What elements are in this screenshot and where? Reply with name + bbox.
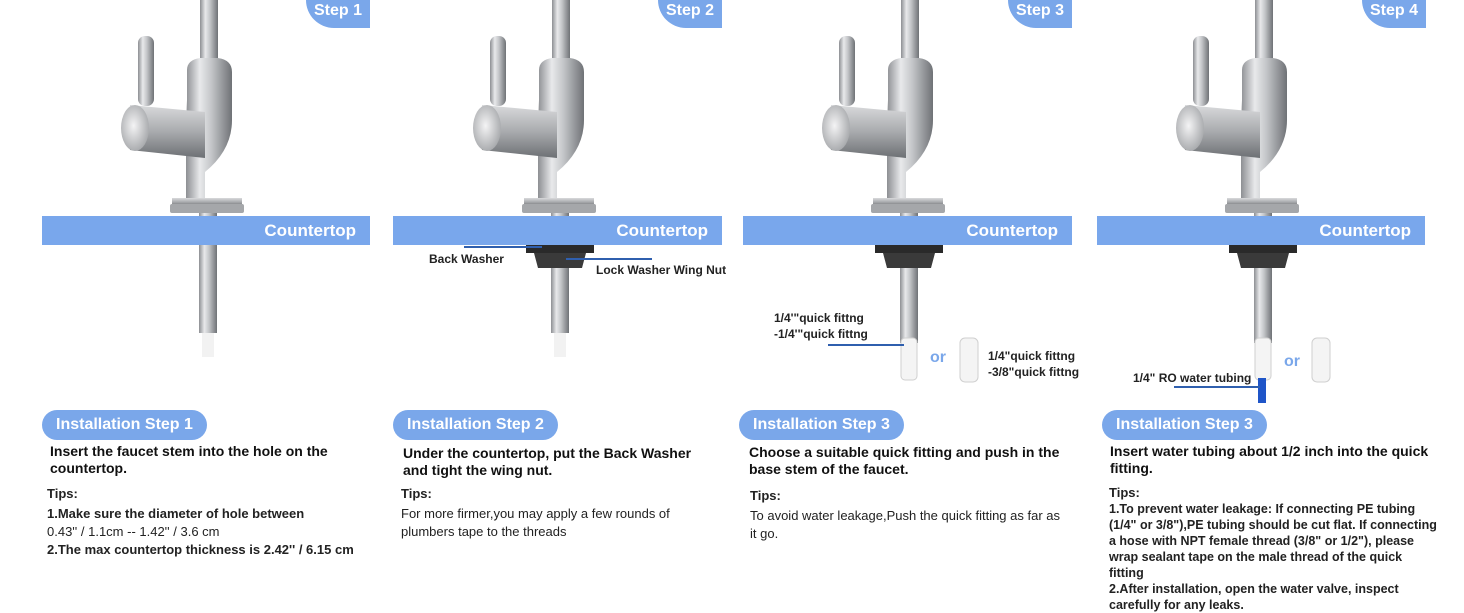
fitting-b-line-1: 1/4"quick fittng: [988, 349, 1076, 363]
installation-step-title: Installation Step 3: [1102, 410, 1267, 440]
lock-washer-leader: [566, 258, 652, 260]
fitting-b-label: 1/4"quick fittng -3/8"quick fittng: [988, 348, 1079, 380]
tips-label: Tips:: [750, 488, 781, 503]
lock-washer-label: Lock Washer Wing Nut: [596, 263, 727, 277]
tips-label: Tips:: [47, 486, 78, 501]
tip-line: For more firmer,you may apply a few roun…: [401, 506, 670, 539]
countertop-label: Countertop: [1319, 220, 1411, 240]
back-washer-leader: [464, 246, 542, 248]
instruction-text: Choose a suitable quick fitting and push…: [749, 444, 1060, 477]
fitting-b-line-2: -3/8"quick fittng: [988, 365, 1080, 379]
tips-block: Tips: 1.To prevent water leakage: If con…: [1109, 485, 1439, 613]
tip-line: To avoid water leakage,Push the quick fi…: [750, 508, 1061, 541]
tips-label: Tips:: [1109, 485, 1140, 500]
fitting-a-line-1: 1/4'"quick fittng: [774, 311, 864, 325]
tip-line: 1.Make sure the diameter of hole between: [47, 506, 305, 521]
installation-step-title: Installation Step 2: [393, 410, 558, 440]
countertop-bar: Countertop: [1097, 216, 1425, 245]
tubing-leader: [1174, 386, 1260, 388]
faucet-image: [822, 0, 979, 383]
instruction-text: Insert water tubing about 1/2 inch into …: [1110, 443, 1429, 476]
countertop-bar: Countertop: [743, 216, 1072, 245]
faucet-image: [473, 0, 596, 357]
tip-line: 1.To prevent water leakage: If connectin…: [1109, 502, 1437, 580]
countertop-label: Countertop: [966, 220, 1058, 240]
fitting-a-line-2: -1/4'"quick fittng: [774, 327, 868, 341]
tip-line: 2.The max countertop thickness is 2.42''…: [47, 542, 354, 557]
tip-line: 0.43'' / 1.1cm -- 1.42'' / 3.6 cm: [47, 524, 220, 539]
tubing-label: 1/4" RO water tubing: [1133, 371, 1252, 385]
fitting-a-label: 1/4'"quick fittng -1/4'"quick fittng: [774, 310, 868, 342]
back-washer-label: Back Washer: [429, 252, 504, 266]
tip-line: 2.After installation, open the water val…: [1109, 582, 1399, 612]
tips-label: Tips:: [401, 486, 432, 501]
countertop-bar: Countertop: [393, 216, 722, 245]
installation-step-title: Installation Step 3: [739, 410, 904, 440]
tips-block: Tips: For more firmer,you may apply a fe…: [401, 485, 701, 541]
step-panel-3: Countertop Step 3 1/4'"quick fittng -1/4…: [700, 0, 1079, 600]
installation-step-title: Installation Step 1: [42, 410, 207, 440]
step-panel-2: Countertop Step 2 Back Washer Lock Washe…: [350, 0, 726, 600]
step-panel-4: Countertop Step 4 1/4" RO water tubing o…: [1054, 0, 1464, 612]
tips-block: Tips: 1.Make sure the diameter of hole b…: [47, 485, 367, 559]
instruction-text: Insert the faucet stem into the hole on …: [50, 443, 328, 476]
instruction-text: Under the countertop, put the Back Washe…: [403, 445, 692, 478]
or-text: or: [1284, 353, 1300, 370]
tips-block: Tips: To avoid water leakage,Push the qu…: [750, 487, 1065, 543]
step-panel-1: Countertop Step 1 Installation Step 1 In…: [0, 0, 370, 600]
countertop-bar: Countertop: [42, 216, 370, 245]
fitting-leader: [828, 344, 904, 346]
faucet-image: [1176, 0, 1331, 403]
faucet-image: [121, 0, 244, 357]
countertop-label: Countertop: [616, 220, 708, 240]
countertop-label: Countertop: [264, 220, 356, 240]
or-text: or: [930, 349, 946, 366]
